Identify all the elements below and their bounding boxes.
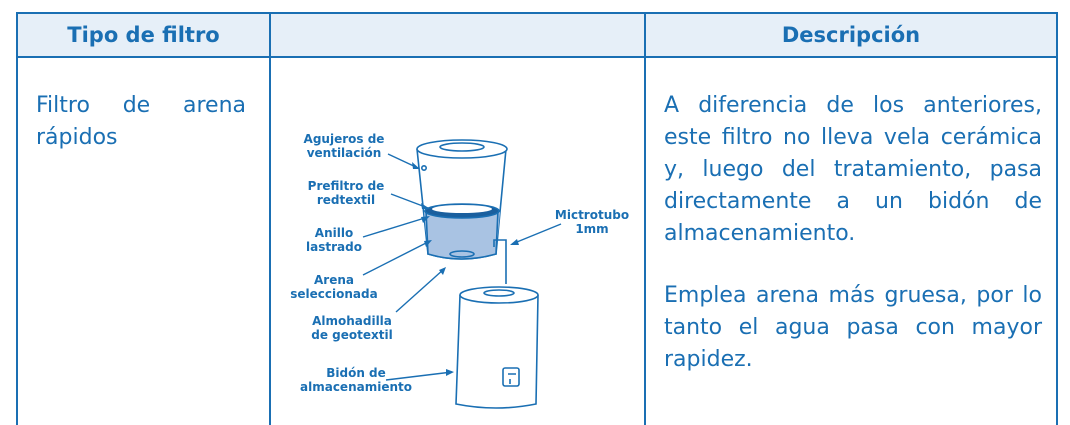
- label-bidon-line1: Bidón de: [326, 366, 386, 380]
- vent-hole: [420, 165, 427, 172]
- arrow-agujeros: [412, 162, 420, 169]
- micro-tube: [493, 239, 507, 284]
- label-almohadilla-line2: de geotextil: [311, 328, 392, 342]
- label-bidon-line2: almacenamiento: [300, 380, 412, 394]
- arrow-prefiltro: [421, 203, 430, 209]
- leader-microtubo: [511, 223, 562, 245]
- drum-tap-handle: [508, 373, 516, 384]
- arrow-arena: [424, 240, 432, 247]
- header-diagram: [271, 14, 644, 56]
- header-filter-type: Tipo de filtro: [18, 14, 269, 56]
- label-anillo-line2: lastrado: [306, 240, 362, 254]
- storage-drum: [455, 294, 539, 409]
- label-arena-line2: seleccionada: [290, 287, 377, 301]
- arrow-bidon: [446, 369, 454, 376]
- arrow-microtubo: [510, 239, 519, 245]
- leader-almohadilla: [395, 268, 445, 313]
- header-bottom-border: [16, 56, 1058, 58]
- leader-bidon: [385, 371, 453, 381]
- arrow-almohadilla: [439, 267, 446, 275]
- label-anillo-line1: Anillo: [315, 226, 353, 240]
- leader-arena: [362, 240, 431, 276]
- drum-mouth: [483, 289, 515, 297]
- description-paragraph-2: Emplea arena más gruesa, por lo tanto el…: [664, 283, 1042, 372]
- bucket-outlet: [449, 250, 475, 258]
- lid: [416, 139, 508, 159]
- label-almohadilla-line1: Almohadilla: [312, 314, 392, 328]
- arrow-anillo: [421, 216, 430, 223]
- column-divider-1: [269, 12, 271, 425]
- drum-top: [459, 286, 539, 304]
- ring-inner: [432, 205, 492, 213]
- leader-anillo: [362, 216, 429, 238]
- table-top-border: [16, 12, 1058, 14]
- label-microtubo-line2: 1mm: [575, 222, 608, 236]
- description-cell: A diferencia de los anteriores, este fil…: [664, 90, 1042, 376]
- label-agujeros-line2: ventilación: [307, 146, 382, 160]
- table-left-border: [16, 12, 18, 425]
- lid-knob: [439, 142, 485, 152]
- label-prefiltro-line2: redtextil: [317, 193, 375, 207]
- label-arena-line1: Arena: [314, 273, 354, 287]
- column-divider-2: [644, 12, 646, 425]
- header-description: Descripción: [646, 14, 1056, 56]
- sand-filter-diagram: Agujeros de ventilación Prefiltro de red…: [290, 132, 629, 409]
- drum-tap: [502, 367, 520, 387]
- label-agujeros-line1: Agujeros de: [304, 132, 385, 146]
- label-prefiltro-line1: Prefiltro de: [308, 179, 385, 193]
- label-microtubo-line1: Mictrotubo: [555, 208, 629, 222]
- description-paragraph-1: A diferencia de los anteriores, este fil…: [664, 93, 1042, 246]
- table-right-border: [1056, 12, 1058, 425]
- filter-table: Tipo de filtro Descripción Filtro de are…: [16, 12, 1058, 425]
- filter-type-cell: Filtro de arena rápidos: [36, 93, 246, 150]
